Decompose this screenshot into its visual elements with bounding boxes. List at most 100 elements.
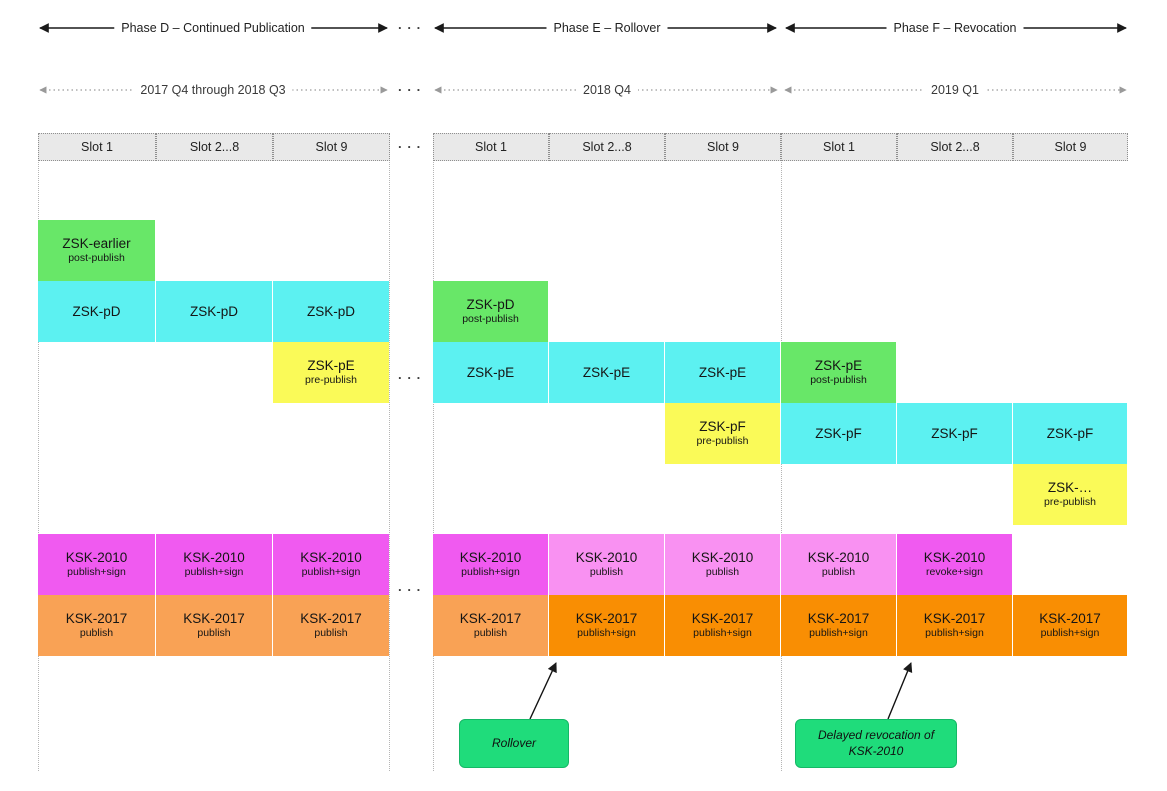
slot-header-slot-2-8-1: Slot 2...8 [156,133,273,161]
cell-key-label: ZSK-pE [582,364,631,380]
cell-key-label: KSK-2010 [807,550,870,566]
cell-key-label: KSK-2010 [459,550,522,566]
rollover-annotation-arrow [529,662,557,720]
slot-header-slot-2-8-7: Slot 2...8 [897,133,1013,161]
cell-state-label: publish+sign [809,627,868,640]
slot-header-slot-9-2: Slot 9 [273,133,390,161]
cell-key-label: KSK-2017 [575,611,638,627]
cell-state-label: pre-publish [1044,496,1096,509]
slot-header-slot-1-0: Slot 1 [38,133,156,161]
cell-state-label: publish+sign [184,566,244,579]
cell-zsk-pf-active: ZSK-pF [897,403,1012,464]
cell-state-label: pre-publish [305,374,357,387]
cell-state-label: post-publish [810,374,867,387]
cell-key-label: ZSK-… [1047,480,1093,496]
cell-zsk-pf-active: ZSK-pF [781,403,896,464]
cell-key-label: KSK-2010 [65,550,128,566]
cell-key-label: KSK-2017 [183,611,245,627]
delayed-revocation-annotation-arrow [887,662,913,720]
cell-state-label: publish+sign [577,627,636,640]
slot-header-slot-2-8-4: Slot 2...8 [549,133,665,161]
cell-state-label: publish+sign [67,566,126,579]
cell-zsk-pf-active: ZSK-pF [1013,403,1127,464]
cell-key-label: ZSK-pE [466,364,515,380]
cell-state-label: revoke+sign [926,566,983,579]
quarter-d-label: 2017 Q4 through 2018 Q3 [133,83,293,97]
cell-state-label: publish+sign [461,566,520,579]
cell-key-label: ZSK-pE [307,358,355,374]
dotted-column-guide [433,133,434,771]
cell-key-label: KSK-2017 [923,611,986,627]
cell-key-label: KSK-2017 [691,611,754,627]
cell-key-label: KSK-2017 [65,611,128,627]
cell-key-label: ZSK-earlier [62,236,131,252]
gap-ellipsis: ··· [398,370,426,386]
cell-state-label: pre-publish [696,435,749,448]
quarter-e-label: 2018 Q4 [576,83,638,97]
cell-zsk-pre-publish: ZSK-…pre-publish [1013,464,1127,525]
cell-state-label: post-publish [68,252,125,265]
cell-key-label: KSK-2017 [1039,611,1101,627]
cell-state-label: publish [314,627,348,640]
cell-key-label: ZSK-pF [931,425,978,441]
cell-key-label: KSK-2017 [807,611,870,627]
cell-zsk-pe-active: ZSK-pE [665,342,780,403]
cell-key-label: KSK-2010 [183,550,245,566]
cell-zsk-pd-active: ZSK-pD [273,281,389,342]
annotation-box-rollover: Rollover [459,719,569,768]
gap-ellipsis: ··· [398,582,426,598]
cell-key-label: KSK-2017 [459,611,522,627]
cell-key-label: ZSK-pE [698,364,747,380]
cell-state-label: publish+sign [301,566,361,579]
slot-header-slot-9-5: Slot 9 [665,133,781,161]
cell-zsk-pd-active: ZSK-pD [156,281,272,342]
cell-state-label: publish [79,627,114,640]
cell-key-label: ZSK-pF [1046,425,1094,441]
cell-key-label: KSK-2017 [300,611,362,627]
quarter-f-label: 2019 Q1 [924,83,986,97]
cell-state-label: publish+sign [693,627,752,640]
cell-state-label: publish [197,627,231,640]
phase-e-label: Phase E – Rollover [546,21,668,35]
cell-state-label: publish [705,566,740,579]
cell-key-label: KSK-2010 [691,550,754,566]
annotation-line: KSK-2010 [848,743,904,758]
slot-header-slot-1-6: Slot 1 [781,133,897,161]
cell-key-label: KSK-2010 [300,550,362,566]
slot-header-slot-1-3: Slot 1 [433,133,549,161]
cell-key-label: ZSK-pF [815,425,862,441]
cell-state-label: publish+sign [1040,627,1100,640]
dotted-column-guide [389,133,390,771]
annotation-line: Rollover [491,735,536,750]
gap-ellipsis: ··· [398,82,426,98]
cell-state-label: post-publish [462,313,519,326]
annotation-line: Delayed revocation of [817,727,935,742]
cell-key-label: KSK-2010 [923,550,986,566]
cell-state-label: publish [589,566,624,579]
phase-d-label: Phase D – Continued Publication [114,21,312,35]
cell-state-label: publish [821,566,856,579]
cell-key-label: ZSK-pD [306,303,355,319]
slot-header-slot-9-8: Slot 9 [1013,133,1128,161]
cell-key-label: ZSK-pE [814,358,863,374]
